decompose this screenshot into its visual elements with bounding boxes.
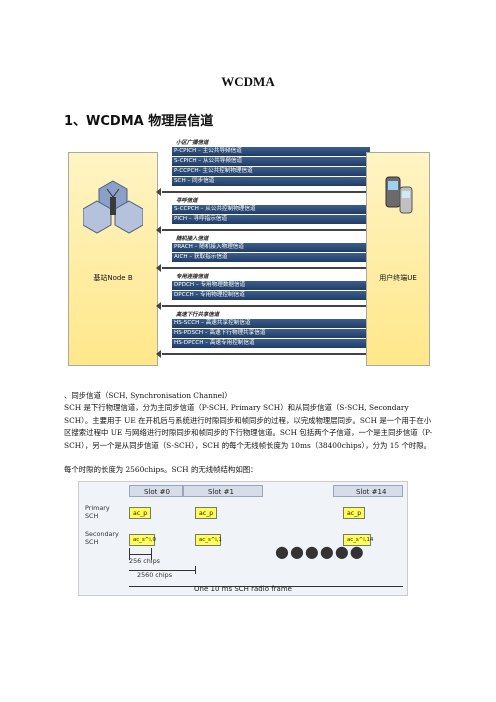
measure-tick: [195, 566, 196, 574]
primary-code-slot-1: ac_p: [195, 507, 217, 519]
chips-2560-label: 2560 chips: [137, 571, 173, 579]
secondary-code-slot-14: ac_s^i,14: [343, 534, 373, 546]
channel-dpdch: DPDCH – 专用物理数据信道: [172, 281, 370, 290]
group-divider: [156, 350, 374, 358]
channel-hs-scch: HS-SCCH – 高速共享控制信道: [172, 319, 370, 328]
group-title-dedicated: 专用连接信道: [176, 274, 209, 280]
channel-s-ccpch: S-CCPCH – 从公共控制物理信道: [172, 205, 370, 214]
measure-line-frame: [129, 586, 403, 587]
secondary-code-slot-0: ac_s^i,0: [129, 534, 156, 546]
secondary-code-slot-1: ac_s^i,1: [195, 534, 222, 546]
slot-1-header: Slot #1: [183, 485, 263, 497]
paragraph-slot-length: 每个时隙的长度为 2560chips。SCH 的无线帧结构如图：: [64, 465, 258, 474]
base-station-icon: [83, 180, 143, 234]
node-b-box: 基站Node B: [68, 152, 158, 366]
group-divider: [156, 188, 374, 196]
measure-line-2560: [129, 570, 195, 571]
group-title-broadcast: 小区广播信道: [176, 140, 209, 146]
node-b-label: 基站Node B: [93, 274, 133, 282]
group-title-random-access: 随机接入信道: [176, 236, 209, 242]
group-title-hsdpa: 高速下行共享信道: [176, 312, 220, 318]
continuation-dots: ●●●●●●: [275, 542, 365, 561]
measure-tick: [151, 548, 152, 560]
group-divider: [156, 302, 374, 310]
radio-frame-label: One 10 ms SCH radio frame: [194, 585, 292, 593]
channel-hs-pdsch: HS-PDSCH – 高速下行物理共享信道: [172, 329, 370, 338]
channel-prach: PRACH – 随机接入物理信道: [172, 243, 370, 252]
measure-line-256: [129, 554, 151, 555]
sch-heading: 、同步信道（SCH, Synchronisation Channel）: [64, 391, 232, 400]
sch-frame-figure: Slot #0 Slot #1 Slot #14 Primary SCH Sec…: [78, 481, 408, 596]
channel-hs-dpcch: HS-DPCCH – 高速专用控制信道: [172, 339, 370, 348]
ue-label: 用户终端UE: [379, 274, 417, 282]
group-divider: [156, 264, 374, 272]
section-heading: 1、WCDMA 物理层信道: [64, 114, 214, 129]
channel-s-cpich: S-CPICH – 从公共导频信道: [172, 157, 370, 166]
channel-dpcch: DPCCH – 专用物理控制信道: [172, 291, 370, 300]
channel-p-ccpch: P-CCPCH- 主公共控制物理信道: [172, 167, 370, 176]
channel-sch: SCH – 同步信道: [172, 177, 370, 186]
slot-14-header: Slot #14: [333, 485, 403, 497]
channel-diagram: 基站Node B 小区广播信道 P-CPICH – 主公共导频信道 S-CPIC…: [64, 138, 434, 380]
channel-p-cpich: P-CPICH – 主公共导频信道: [172, 147, 370, 156]
document-title: WCDMA: [221, 74, 275, 89]
channel-aich: AICH – 获取指示信道: [172, 253, 370, 262]
primary-code-slot-0: ac_p: [129, 507, 151, 519]
primary-code-slot-14: ac_p: [343, 507, 365, 519]
primary-sch-label: Primary SCH: [85, 504, 110, 520]
chips-256-label: 256 chips: [129, 557, 160, 565]
ue-box: 用户终端UE: [366, 152, 430, 366]
group-title-paging: 寻呼信道: [176, 198, 198, 204]
slot-0-header: Slot #0: [129, 485, 183, 497]
mobile-phone-icon: [385, 176, 413, 214]
paragraph-sch-description: SCH 是下行物理信道，分为主同步信道（P-SCH, Primary SCH）和…: [64, 403, 433, 450]
channel-pich: PICH – 寻呼指示信道: [172, 215, 370, 224]
group-divider: [156, 226, 374, 234]
secondary-sch-label: Secondary SCH: [85, 530, 119, 546]
